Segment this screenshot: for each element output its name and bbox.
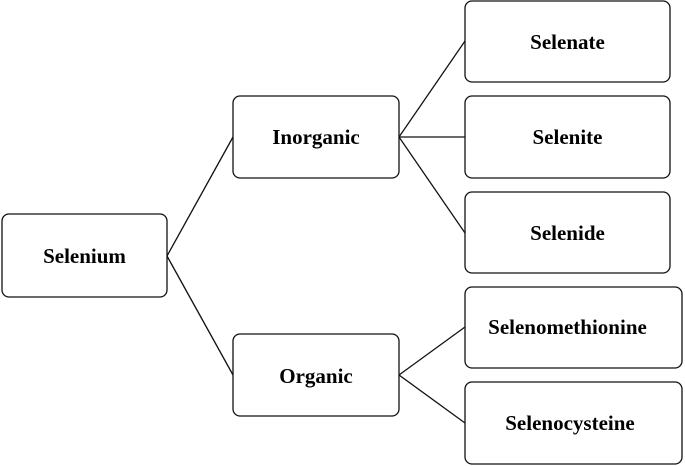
connector-lines bbox=[166, 40, 466, 424]
edge-selenium-organic bbox=[166, 255, 234, 376]
node-selenomethionine: Selenomethionine bbox=[464, 286, 683, 369]
node-selenocysteine: Selenocysteine bbox=[464, 381, 683, 465]
node-inorganic: Inorganic bbox=[232, 95, 400, 179]
edge-selenium-inorganic bbox=[166, 136, 234, 257]
node-selenium: Selenium bbox=[1, 213, 168, 298]
edge-inorganic-selenide bbox=[398, 136, 466, 234]
node-selenomethionine-label: Selenomethionine bbox=[488, 315, 647, 339]
node-inorganic-label: Inorganic bbox=[272, 125, 360, 149]
node-selenate-label: Selenate bbox=[530, 30, 605, 54]
node-organic: Organic bbox=[232, 333, 400, 417]
node-selenite: Selenite bbox=[464, 95, 671, 179]
node-selenite-label: Selenite bbox=[533, 125, 603, 149]
edge-organic-selenocysteine bbox=[398, 374, 466, 424]
edge-organic-selenomethionine bbox=[398, 326, 466, 376]
node-selenide: Selenide bbox=[464, 191, 671, 274]
edge-inorganic-selenate bbox=[398, 40, 466, 138]
node-selenocysteine-label: Selenocysteine bbox=[505, 411, 634, 435]
node-organic-label: Organic bbox=[279, 364, 353, 388]
node-selenium-label: Selenium bbox=[43, 244, 126, 268]
node-selenide-label: Selenide bbox=[530, 221, 605, 245]
node-selenate: Selenate bbox=[464, 0, 671, 83]
